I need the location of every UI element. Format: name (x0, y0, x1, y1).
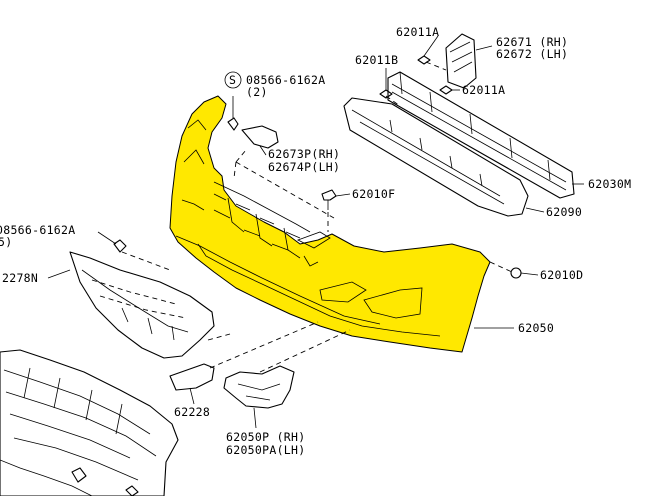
reinforcement-bar-62030M[interactable] (387, 71, 575, 199)
label-62671: 62671 (RH) (496, 35, 568, 49)
label-62674P: 62674P(LH) (268, 160, 340, 174)
lower-grille-62278N[interactable] (69, 251, 215, 359)
fog-lamp-bezel-62050P[interactable] (223, 365, 295, 409)
label-08566-top-qty: (2) (246, 85, 268, 99)
label-62673P: 62673P(RH) (268, 147, 340, 161)
clip-62011B[interactable] (379, 89, 393, 99)
bracket-62671-62672[interactable] (445, 33, 477, 89)
symbol-circle-s (224, 71, 242, 89)
clip-62010F[interactable] (321, 189, 337, 210)
label-62090: 62090 (546, 205, 582, 219)
label-62050: 62050 (518, 321, 554, 335)
assembly-guide-lines (121, 61, 513, 373)
label-62050P: 62050P (RH) (226, 430, 305, 444)
symbol-s-letter: S (229, 73, 236, 87)
bracket-62673P[interactable] (241, 125, 279, 149)
label-62278N: 2278N (2, 271, 38, 285)
screw-08566-left[interactable] (113, 239, 127, 253)
clip-62011A-mid[interactable] (439, 85, 453, 95)
screw-08566-top[interactable] (227, 117, 239, 131)
leader-lines (47, 35, 584, 429)
front-bumper-fascia-62050[interactable] (169, 95, 491, 353)
part-labels: 62011A 62671 (RH) 62672 (LH) 62011B 6201… (0, 25, 631, 457)
screws-undercover (71, 467, 139, 496)
cover-62228[interactable] (169, 363, 215, 391)
label-62050PA: 62050PA(LH) (226, 443, 305, 457)
label-08566-top: 08566-6162A (246, 73, 325, 87)
label-62030M: 62030M (588, 177, 631, 191)
label-62011A-top: 62011A (396, 25, 439, 39)
clip-62011A-top[interactable] (417, 55, 431, 65)
label-62011B: 62011B (355, 53, 398, 67)
engine-undercover[interactable] (0, 349, 179, 496)
label-62010F: 62010F (352, 187, 395, 201)
energy-absorber-62090[interactable] (343, 97, 529, 217)
label-08566-left-qty: 5) (0, 235, 12, 249)
label-62011A-mid: 62011A (462, 83, 505, 97)
clip-62010D[interactable] (510, 267, 522, 279)
label-08566-left: 08566-6162A (0, 223, 75, 237)
label-62228: 62228 (174, 405, 210, 419)
label-62010D: 62010D (540, 268, 583, 282)
label-62672: 62672 (LH) (496, 47, 568, 61)
